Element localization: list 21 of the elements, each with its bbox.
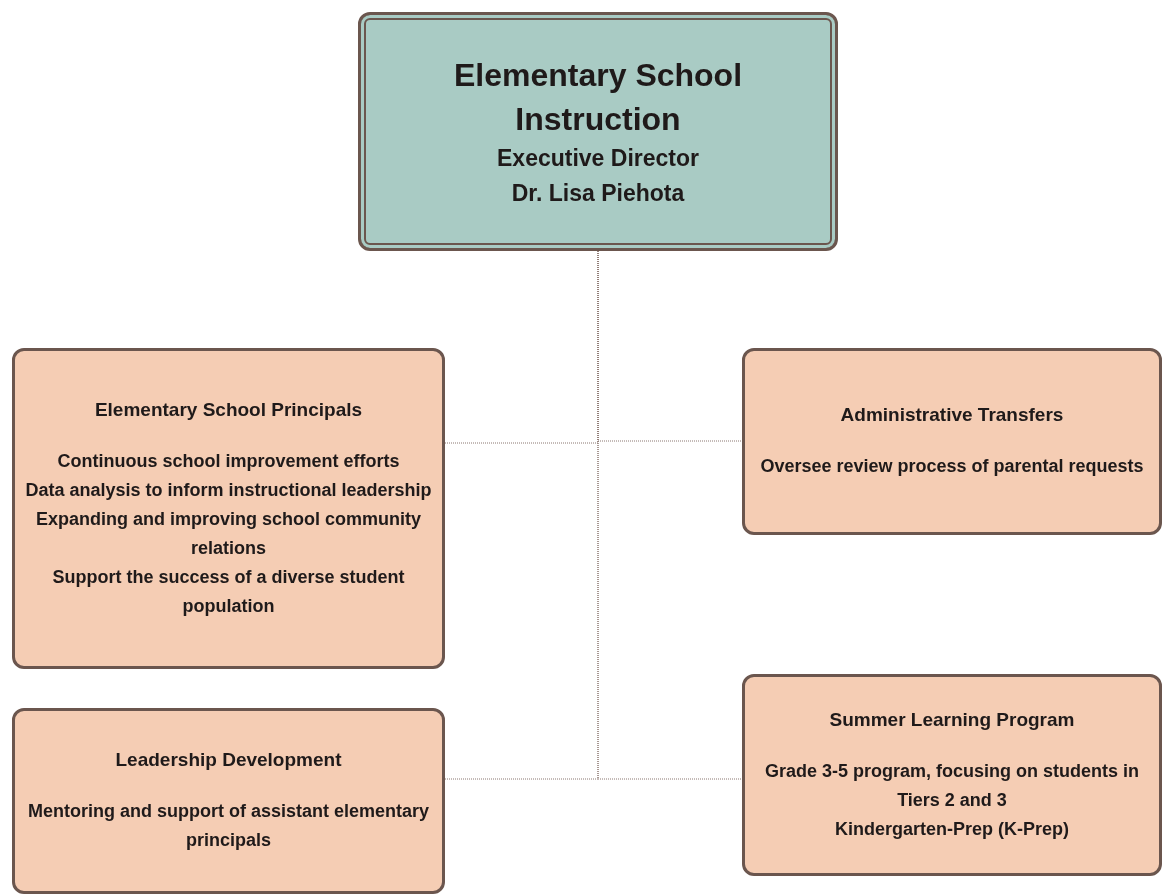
body-text: Kindergarten-Prep (K-Prep) — [835, 817, 1069, 841]
subtitle-text: Executive Director — [497, 143, 699, 173]
body-text: Grade 3-5 program, focusing on students in Tiers 2 and 3 — [763, 759, 1140, 812]
heading-text: Leadership Development — [115, 748, 342, 772]
body-text: Continuous school improvement efforts — [57, 449, 400, 473]
unit-box — [12, 348, 445, 669]
body-text: Oversee review process of parental requests — [760, 455, 1144, 478]
connector-line — [597, 250, 743, 780]
title-text: Elementary School Instruction — [452, 55, 744, 139]
body-text: Data analysis to inform instructional leadership — [25, 478, 432, 502]
unit-box — [742, 348, 1162, 535]
body-text: Support the success of a diverse student population — [51, 565, 406, 618]
heading-text: Summer Learning Program — [829, 707, 1075, 732]
unit-box — [742, 674, 1162, 876]
heading-text: Elementary School Principals — [94, 397, 363, 422]
unit-box — [12, 708, 445, 894]
heading-text: Administrative Transfers — [840, 403, 1064, 427]
director-box — [358, 12, 838, 251]
subtitle-text: Dr. Lisa Piehota — [511, 178, 685, 208]
body-text: Mentoring and support of assistant elementary principals — [26, 800, 431, 852]
body-text: Expanding and improving school community relations — [35, 507, 422, 560]
